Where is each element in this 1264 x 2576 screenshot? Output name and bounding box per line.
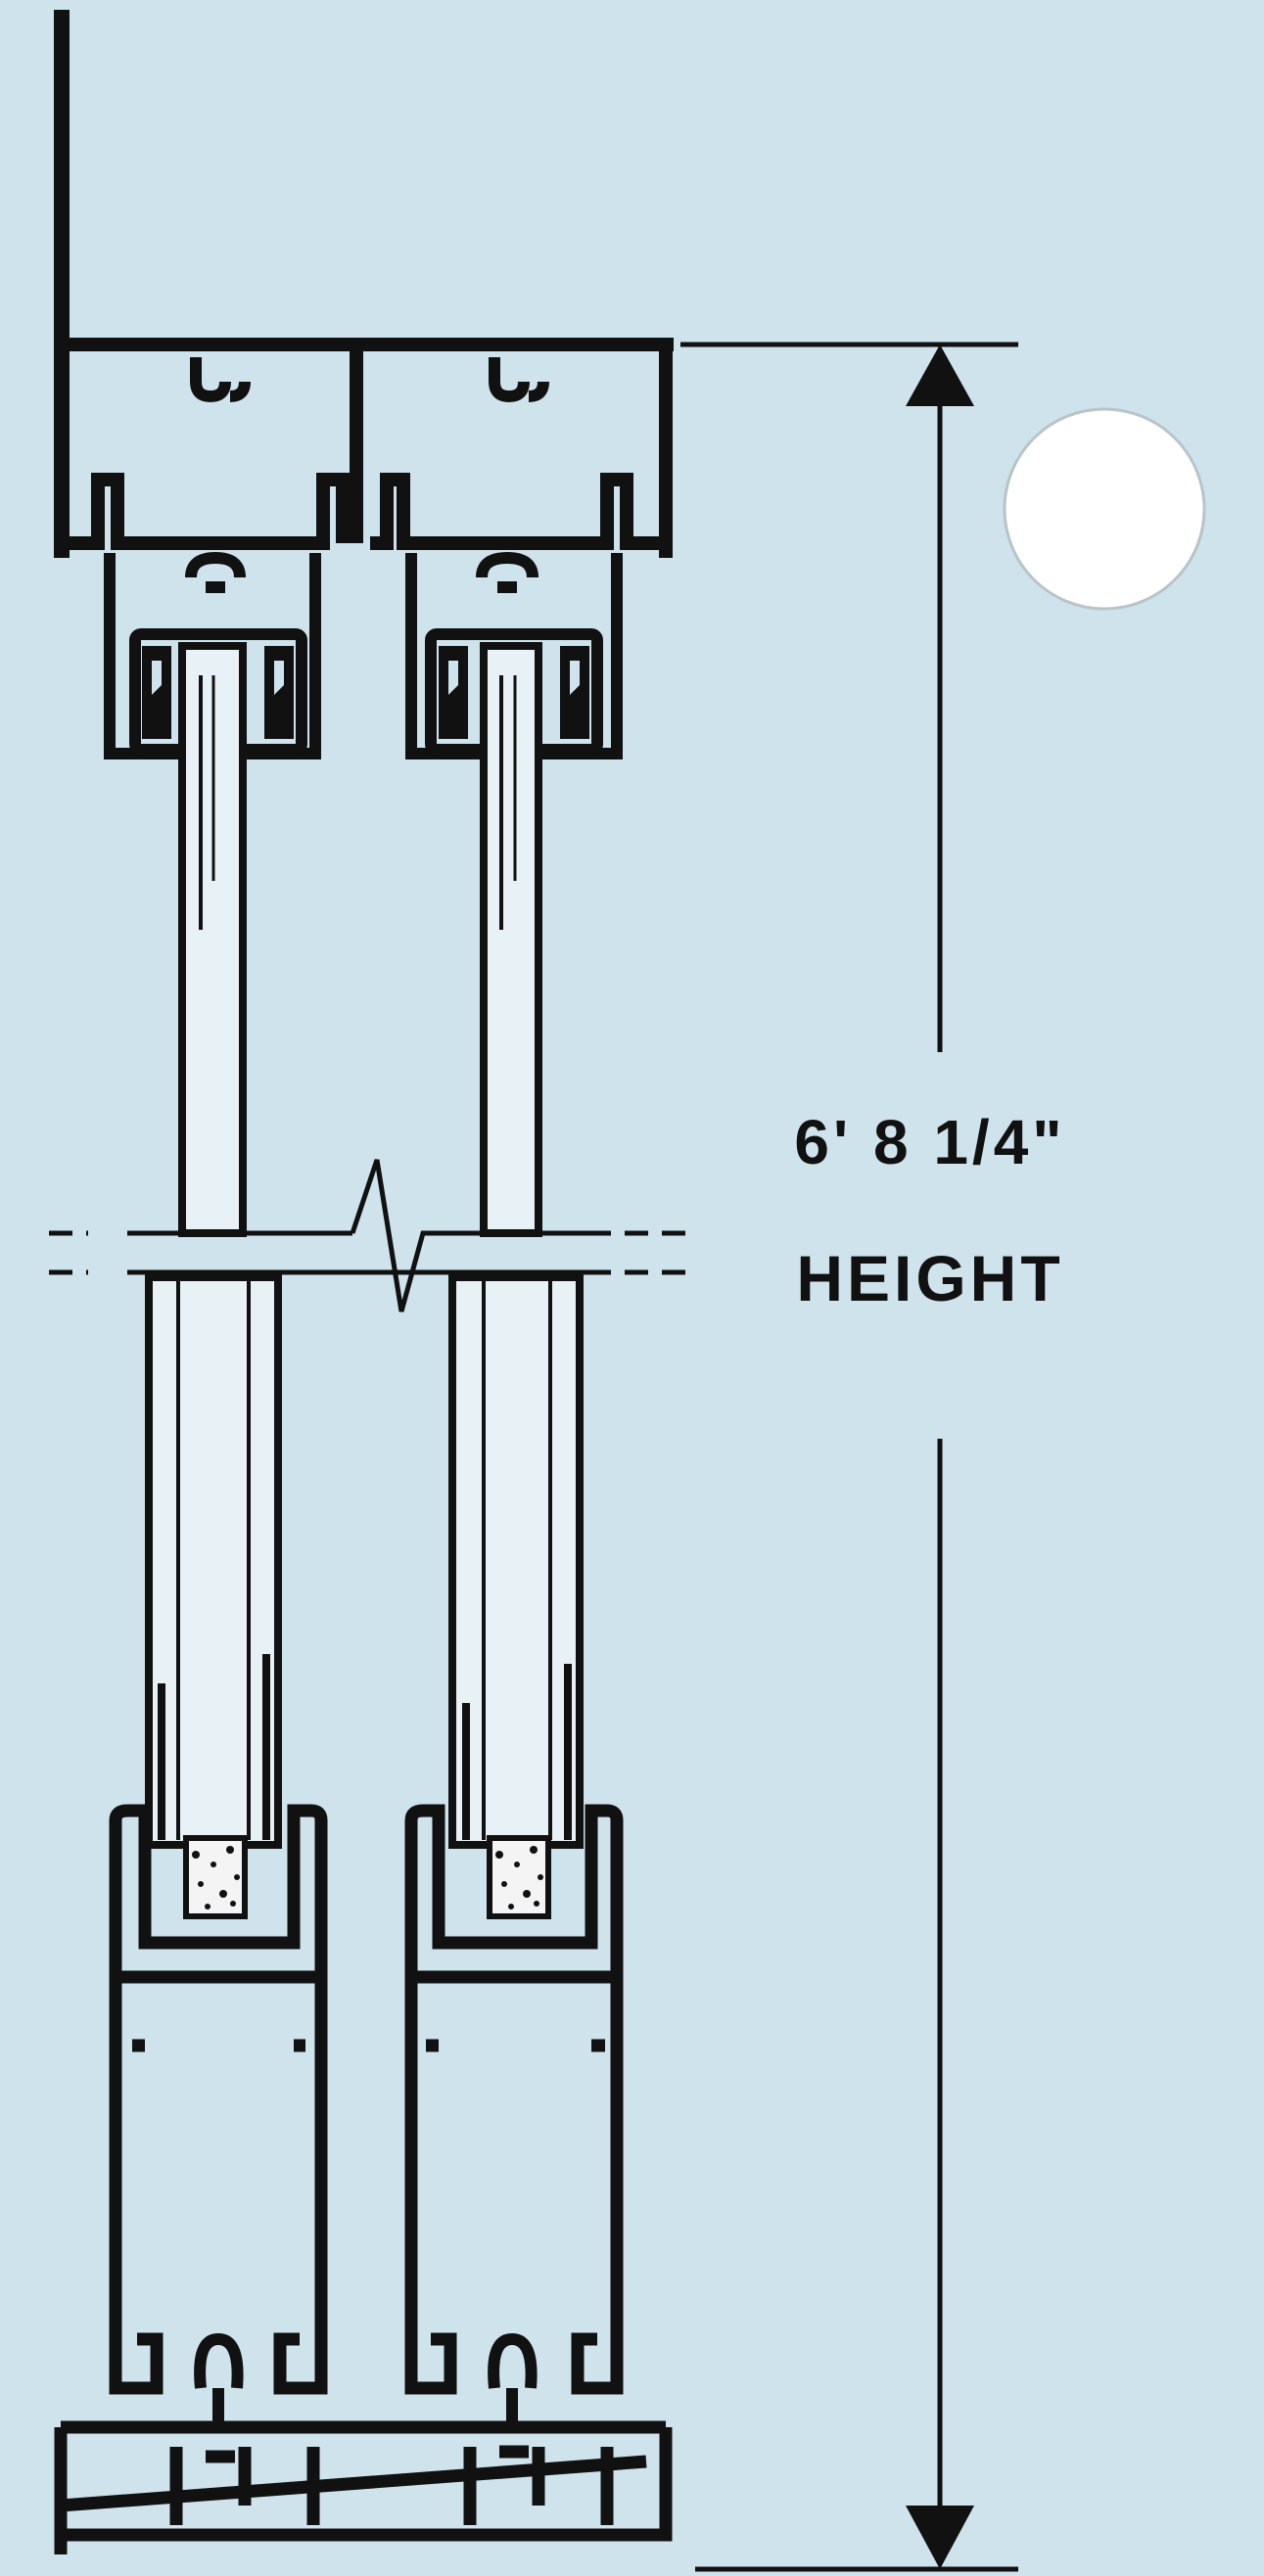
glass-panel-right-lower (448, 1273, 584, 1849)
glass-panel-left-upper (178, 642, 247, 1237)
rollers (194, 2332, 538, 2422)
bottom-rail-left (109, 1804, 328, 2395)
top-glazing-gaskets (142, 646, 589, 739)
bottom-rail-right (404, 1804, 624, 2395)
arrow-down-icon (906, 2506, 974, 2569)
dimension-label: HEIGHT (796, 1242, 1064, 1314)
white-dot-icon (1003, 407, 1206, 611)
zigzag-break-icon (49, 1159, 685, 1312)
dimension-value: 6' 8 1/4" (794, 1107, 1066, 1177)
wall-line (54, 10, 70, 558)
sill-track (54, 2420, 673, 2554)
glass-panel-right-upper (480, 642, 542, 1237)
height-dimension (680, 342, 1018, 2572)
setting-blocks (183, 1835, 551, 1919)
arrow-up-icon (906, 345, 974, 406)
glass-panel-left-lower (145, 1273, 282, 1849)
head-jamb (61, 338, 674, 558)
head-clips (190, 357, 549, 403)
